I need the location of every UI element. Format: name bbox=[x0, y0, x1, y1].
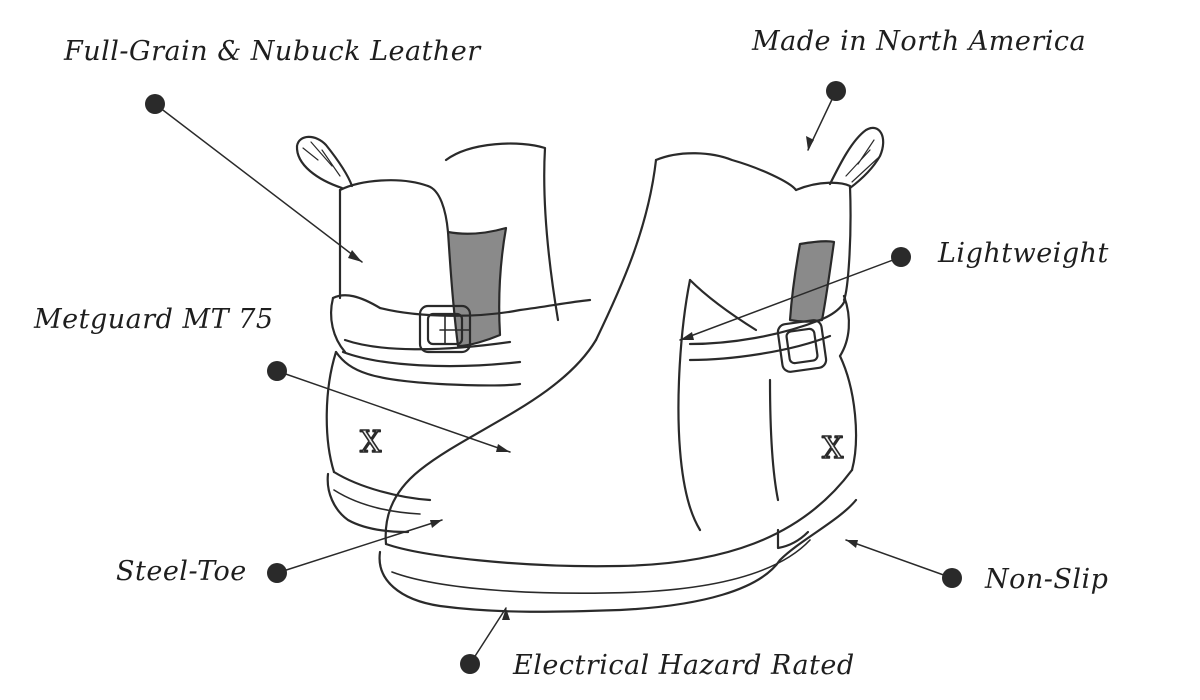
front-boot-buckle bbox=[776, 319, 828, 373]
callout-lightweight-label: Lightweight bbox=[938, 238, 1109, 269]
leader-arrowheads bbox=[348, 136, 858, 620]
callout-metguard-label: Metguard MT 75 bbox=[34, 304, 274, 335]
dot-made-in bbox=[826, 81, 846, 101]
back-boot-buckle bbox=[418, 304, 472, 354]
leader-metguard bbox=[276, 370, 511, 453]
leader-lines bbox=[154, 90, 953, 665]
front-boot-logo: X bbox=[822, 431, 844, 466]
dot-lightweight bbox=[891, 247, 911, 267]
dot-hazard bbox=[460, 654, 480, 674]
dot-steel-toe bbox=[267, 563, 287, 583]
dot-leather bbox=[145, 94, 165, 114]
callout-leather-label: Full-Grain & Nubuck Leather bbox=[64, 36, 481, 67]
callout-non-slip-label: Non-Slip bbox=[985, 564, 1109, 595]
back-boot-logo: X bbox=[360, 425, 382, 460]
front-boot: X bbox=[378, 126, 885, 613]
callout-dots bbox=[145, 81, 962, 674]
callout-hazard-label: Electrical Hazard Rated bbox=[513, 650, 855, 681]
leader-hazard bbox=[469, 607, 507, 665]
dot-metguard bbox=[267, 361, 287, 381]
leader-steel-toe bbox=[276, 519, 443, 574]
back-boot-pull-tab bbox=[295, 135, 354, 190]
back-boot: X bbox=[295, 135, 592, 534]
front-boot-pull-tab bbox=[828, 126, 885, 190]
leader-leather bbox=[154, 103, 363, 263]
leader-non-slip bbox=[845, 539, 953, 579]
callout-steel-toe-label: Steel-Toe bbox=[116, 556, 247, 587]
front-boot-elastic-gore bbox=[788, 240, 836, 323]
dot-non-slip bbox=[942, 568, 962, 588]
callout-made-in-label: Made in North America bbox=[752, 26, 1087, 57]
back-boot-elastic-gore bbox=[446, 226, 508, 348]
leader-lightweight bbox=[679, 256, 902, 341]
